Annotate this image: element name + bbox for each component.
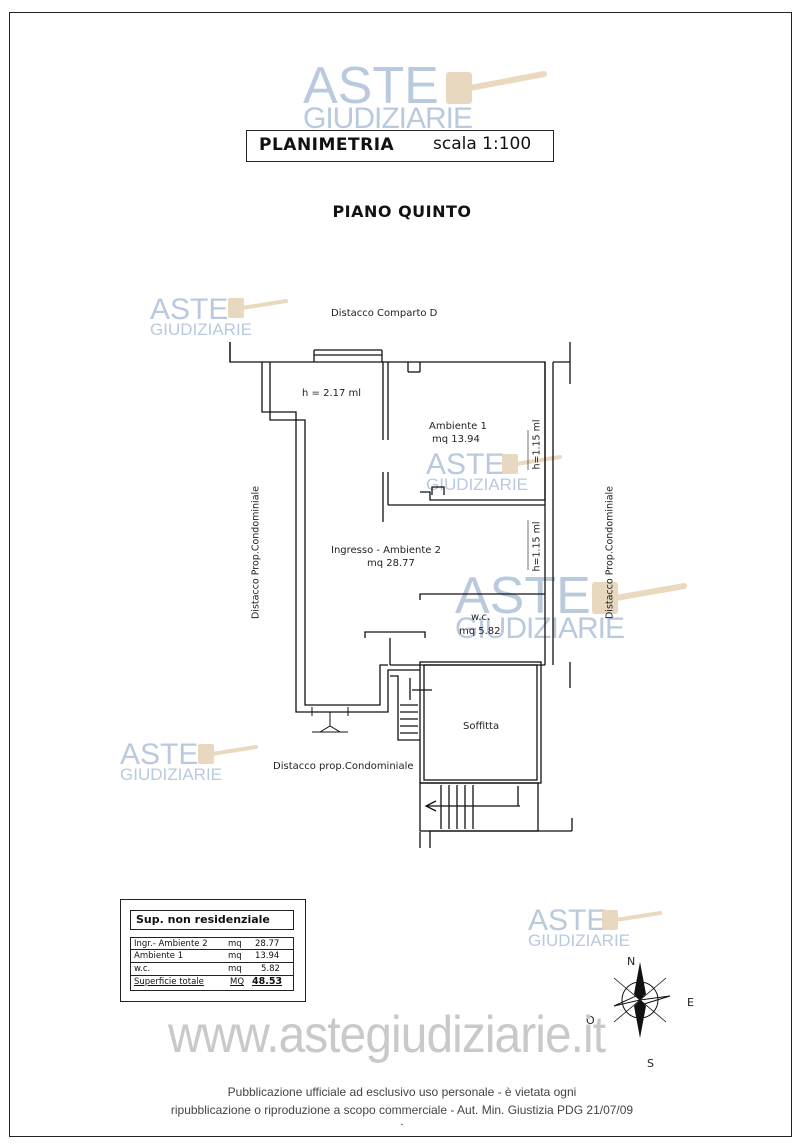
watermark-right-small: ASTE GIUDIZIARIE xyxy=(528,904,631,950)
gavel-icon xyxy=(198,744,258,764)
right-label: Distacco Prop.Condominiale xyxy=(604,485,616,620)
floor-title: PIANO QUINTO xyxy=(332,202,472,221)
compass-south: S xyxy=(647,1057,654,1070)
table-row: Ambiente 1 mq 13.94 xyxy=(130,950,294,963)
table-row: Ingr.- Ambiente 2 mq 28.77 xyxy=(130,937,294,950)
site-watermark: www.astegiudiziarie.it xyxy=(168,1006,606,1064)
title-box: PLANIMETRIA scala 1:100 xyxy=(246,130,554,162)
footer-line-2: ripubblicazione o riproduzione a scopo c… xyxy=(170,1103,634,1117)
watermark-right-large: ASTE GIUDIZIARIE xyxy=(455,567,625,645)
height-label-vertical-2: h=1.15 ml xyxy=(531,521,543,572)
gavel-icon xyxy=(446,71,547,104)
gavel-icon xyxy=(602,910,662,930)
compass-east: E xyxy=(687,996,694,1009)
gavel-icon xyxy=(592,582,687,614)
surface-table: Sup. non residenziale Ingr.- Ambiente 2 … xyxy=(120,899,306,1002)
left-label: Distacco Prop.Condominiale xyxy=(250,485,262,620)
bottom-label: Distacco prop.Condominiale xyxy=(273,761,414,772)
table-heading: Sup. non residenziale xyxy=(130,910,294,930)
footer-mark: - xyxy=(400,1119,404,1129)
table-total-row: Superficie totale MQ 48.53 xyxy=(130,976,294,991)
footer-line-1: Pubblicazione ufficiale ad esclusivo uso… xyxy=(227,1085,577,1099)
top-label: Distacco Comparto D xyxy=(331,308,438,319)
height-label-vertical-1: h=1.15 ml xyxy=(531,419,543,470)
compass-west: O xyxy=(586,1014,595,1027)
room-area: mq 28.77 xyxy=(367,558,415,569)
scale-label: scala 1:100 xyxy=(433,134,532,154)
watermark-center: ASTE GIUDIZIARIE xyxy=(426,448,529,494)
table-row: w.c. mq 5.82 xyxy=(130,963,294,976)
gavel-icon xyxy=(228,298,288,318)
room-area: mq 13.94 xyxy=(432,434,480,445)
page-frame xyxy=(9,12,792,1137)
watermark-top: ASTE GIUDIZIARIE xyxy=(303,57,473,135)
watermark-left-2: ASTE GIUDIZIARIE xyxy=(120,738,223,784)
compass-icon xyxy=(613,962,671,1038)
room-area: mq 5.82 xyxy=(459,626,501,637)
compass-north: N xyxy=(627,955,636,968)
watermark-left-1: ASTE GIUDIZIARIE xyxy=(150,293,253,339)
room-name: Soffitta xyxy=(463,721,500,732)
page-title: PLANIMETRIA xyxy=(259,135,395,155)
room-name: Ingresso - Ambiente 2 xyxy=(331,545,441,556)
height-label: h = 2.17 ml xyxy=(302,388,362,399)
room-name: w.c. xyxy=(471,612,491,623)
room-name: Ambiente 1 xyxy=(429,421,487,432)
